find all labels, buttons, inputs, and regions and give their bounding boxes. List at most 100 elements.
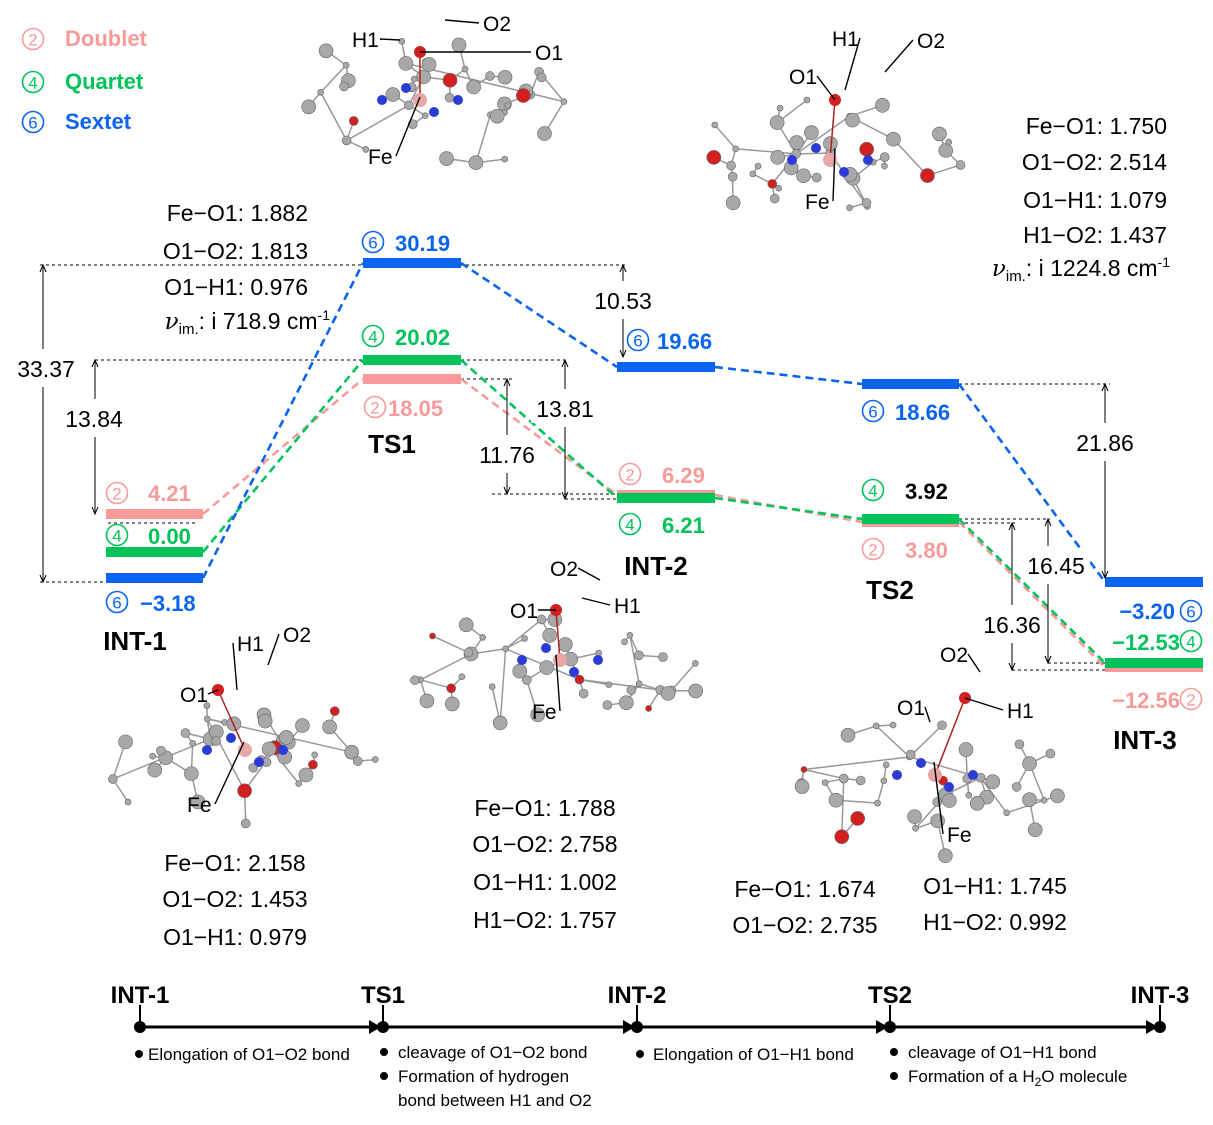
atom-pointer-arrow [816, 75, 836, 101]
timeline-node-int-1: INT-1 [111, 982, 170, 1009]
atom [834, 829, 850, 845]
atom-label-o2: O2 [550, 558, 578, 581]
timeline-arrowhead [876, 1020, 888, 1034]
atom-label-h1: H1 [237, 633, 264, 656]
atom [872, 722, 880, 730]
atom [634, 650, 644, 661]
imaginary-frequency: νim.: i 1224.8 cm-1 [992, 254, 1170, 285]
atom [536, 72, 547, 83]
gap-label-bg [1071, 427, 1139, 457]
legend-sextet-icon: 6 [21, 110, 45, 134]
atom [969, 796, 985, 811]
bullet-icon [890, 1048, 898, 1056]
geometry-parameter: O1−H1: 0.979 [163, 924, 307, 950]
text-part: O molecule [1041, 1067, 1127, 1086]
sextet-level-int-3 [1105, 577, 1203, 587]
atom [912, 824, 919, 832]
atom-label-fe: Fe [187, 794, 212, 817]
legend-quartet-icon: 4 [21, 70, 45, 94]
atom [749, 170, 757, 178]
step-description: Elongation of O1−H1 bond [653, 1045, 854, 1064]
bond [629, 635, 640, 684]
geometry-parameter: O1−H1: 0.976 [164, 274, 308, 300]
spin-number: 6 [368, 234, 377, 253]
energy-int-3-sextet: −3.20 [1119, 599, 1175, 624]
atom [522, 675, 532, 685]
atom [1050, 788, 1065, 804]
atom [706, 150, 722, 165]
atom [124, 798, 132, 806]
atom-pointer-arrow [832, 147, 836, 202]
atom [404, 100, 414, 111]
bond [475, 114, 492, 163]
atom [619, 695, 634, 710]
atom [521, 635, 528, 642]
spin-circle [1179, 687, 1203, 711]
atom [410, 675, 420, 685]
spin-number: 6 [1186, 603, 1195, 622]
gap-arrow-head [1008, 521, 1016, 531]
bond [875, 725, 911, 758]
atom [317, 88, 324, 96]
atom [108, 774, 118, 784]
quartet-level-int-2 [617, 493, 715, 503]
spin-number: 4 [1186, 633, 1195, 652]
atom [147, 762, 163, 778]
quartet-connector [460, 359, 618, 499]
spin-number: 4 [368, 328, 377, 347]
atom-pointer-arrow [964, 697, 1004, 711]
atom [605, 681, 613, 688]
timeline-arrowhead [1146, 1020, 1158, 1034]
atom [203, 715, 211, 723]
atom [955, 160, 966, 170]
atom [560, 98, 568, 105]
quartet-spin-icon: 4 [361, 324, 385, 348]
timeline-arrowhead [623, 1020, 635, 1034]
atom-label-fe: Fe [947, 824, 972, 847]
atom-label-o1: O1 [180, 684, 208, 707]
atom-pointer-arrow [577, 567, 601, 581]
energy-gap-label: 13.81 [536, 396, 594, 422]
quartet-connector [958, 518, 1106, 664]
bullet-icon [636, 1050, 644, 1058]
bullet-icon [135, 1050, 143, 1058]
bond [579, 678, 609, 686]
subscript: 2 [1035, 1075, 1042, 1089]
atom-pointer-arrow [207, 689, 219, 695]
atom [769, 115, 785, 130]
step-description: bond between H1 and O2 [398, 1091, 592, 1110]
molecule-int-2 [410, 604, 703, 731]
iron-atom [413, 93, 427, 107]
atom [298, 767, 314, 783]
atom [626, 685, 637, 695]
atom [501, 155, 509, 163]
quartet-spin-icon: 4 [105, 523, 129, 547]
atom [203, 702, 211, 709]
imaginary-frequency: νim.: i 718.9 cm-1 [165, 307, 331, 338]
bond [505, 618, 543, 650]
spin-number: 4 [868, 482, 877, 501]
atom [804, 125, 819, 140]
atom [905, 749, 916, 760]
spin-number: 6 [112, 594, 121, 613]
frequency-prefix: : i [199, 308, 217, 334]
state-name-ts2: TS2 [866, 575, 914, 605]
sextet-level-int-1 [106, 573, 203, 583]
bond [505, 637, 525, 650]
timeline-node-dot [1154, 1021, 1166, 1033]
quartet-level-ts1 [363, 355, 461, 365]
energy-ts1-sextet: 30.19 [395, 231, 450, 256]
atom [318, 43, 334, 59]
bond [670, 662, 696, 691]
molecule-ts1 [301, 37, 568, 171]
sextet-level-int-2 [617, 362, 715, 372]
atom [845, 112, 860, 128]
atom [635, 680, 643, 688]
spin-circle [21, 110, 45, 134]
nitrogen-atom [892, 770, 902, 780]
atom [237, 783, 252, 799]
step-description: cleavage of O1−O2 bond [398, 1043, 588, 1062]
atom-label-o1: O1 [897, 697, 925, 720]
atom [1003, 809, 1010, 817]
